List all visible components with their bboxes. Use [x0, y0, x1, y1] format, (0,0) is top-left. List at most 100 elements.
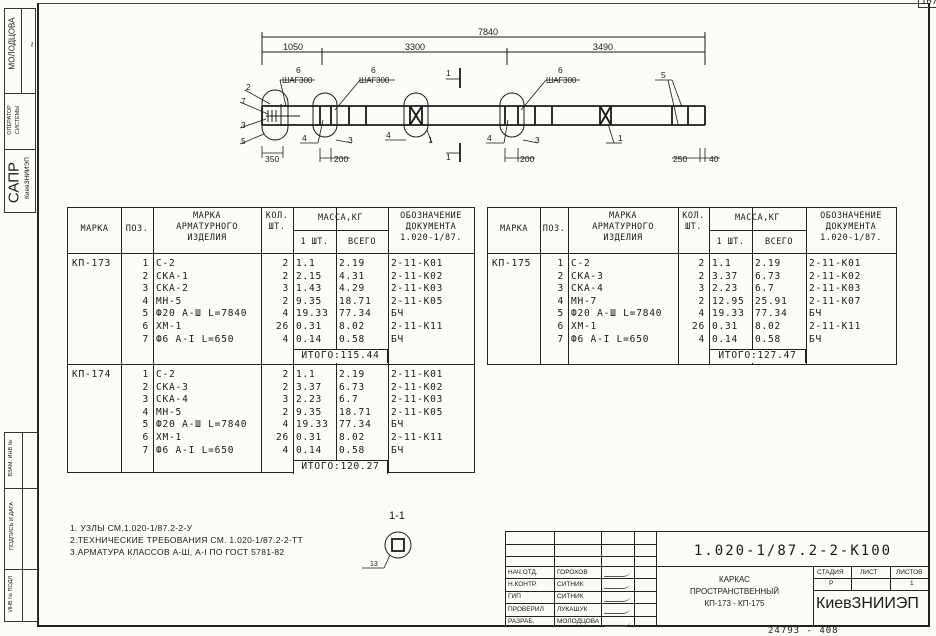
cell-all: 0.58 [339, 444, 366, 456]
group-marka: КП-174 [72, 369, 112, 380]
signer-name: ЛУКАШУК [557, 605, 588, 613]
cell-qty: 2 [282, 270, 289, 282]
cell-one: 1.1 [712, 258, 732, 269]
cell-doc: 2-11-К07 [809, 295, 862, 307]
archive-number: 24793 - 408 [768, 626, 839, 636]
section-mark-bottom: 1 [446, 152, 451, 162]
column-divider [121, 208, 122, 472]
callout-1: 1 [618, 133, 623, 143]
cell-one: 2.23 [712, 283, 739, 295]
header-marka: МАРКА [499, 224, 529, 234]
section-1-1-view: 1-1 13 [362, 510, 412, 569]
callout-6: 6 [296, 65, 301, 75]
cell-one: 2.15 [296, 270, 323, 282]
group-total: ИТОГО:127.47 [709, 350, 806, 363]
signer-signature [603, 616, 633, 627]
signer-signature [603, 591, 633, 602]
cell-qty: 4 [282, 308, 289, 320]
cell-one: 0.14 [296, 333, 323, 345]
title-line-1: КАРКАС [719, 575, 750, 584]
note-1: 1. УЗЛЫ СМ.1.020-1/87.2-2-У [70, 523, 193, 533]
cell-qty: 4 [282, 333, 289, 345]
document-code: 1.020-1/87.2-2-К100 [693, 543, 893, 559]
cell-poz: 4 [142, 295, 149, 307]
frame-elevation-drawing: 7840 1050 3300 3490 [239, 27, 720, 164]
stadia-label: СТАДИЯ [817, 569, 844, 576]
cell-all: 6.73 [339, 381, 366, 393]
header-mass: МАССА,КГ [735, 213, 780, 223]
cell-poz: 3 [142, 283, 149, 295]
cell-qty: 4 [282, 419, 289, 431]
cell-poz: 7 [557, 333, 564, 345]
cell-item: Ф6 А-I L=650 [571, 333, 650, 345]
cell-qty: 26 [275, 321, 289, 332]
cell-item: Ф20 А-Ш L=7840 [156, 308, 248, 320]
cell-all: 8.02 [339, 432, 366, 443]
cell-all: 0.58 [755, 333, 782, 345]
column-divider [540, 208, 541, 364]
cell-one: 9.35 [296, 406, 323, 418]
column-divider [261, 208, 262, 472]
column-divider [806, 208, 807, 364]
cell-doc: 2-11-К11 [809, 321, 862, 332]
note-2: 2.ТЕХНИЧЕСКИЕ ТРЕБОВАНИЯ СМ. 1.020-1/87.… [70, 535, 304, 545]
cell-all: 6.7 [755, 283, 775, 295]
cell-one: 0.14 [712, 333, 739, 345]
cell-qty: 2 [282, 381, 289, 393]
title-block: 1.020-1/87.2-2-К100 КАРКАС ПРОСТРАНСТВЕН… [505, 531, 930, 627]
cell-all: 77.34 [339, 419, 372, 431]
title-line-2: ПРОСТРАНСТВЕННЫЙ [690, 587, 779, 596]
section-callout: 13 [370, 561, 378, 568]
cell-poz: 3 [142, 394, 149, 406]
dim-250: 250 [673, 154, 687, 164]
dim-3300: 3300 [405, 42, 425, 52]
title-block-col-line [554, 532, 555, 627]
cell-doc: 2-11-К05 [391, 295, 444, 307]
callout-5: 5 [661, 70, 666, 80]
cell-poz: 7 [142, 333, 149, 345]
cell-doc: 2-11-К02 [391, 381, 444, 393]
dim-200: 200 [334, 154, 348, 164]
cell-item: Ф6 А-I L=650 [156, 333, 235, 345]
cell-doc: 2-11-К05 [391, 406, 444, 418]
callout-3: 3 [348, 135, 353, 145]
title-block-row-line [506, 544, 656, 545]
title-block-row-line [506, 578, 656, 580]
cell-item: МН-7 [571, 295, 598, 307]
cell-one: 0.31 [296, 321, 323, 332]
cell-item: МН-5 [156, 295, 183, 307]
header-doc: ОБОЗНАЧЕНИЕ ДОКУМЕНТА 1.020-1/87. [820, 211, 882, 243]
cell-doc: БЧ [809, 333, 823, 345]
cell-one: 0.14 [296, 444, 323, 456]
cell-all: 8.02 [339, 321, 366, 332]
signer-name: МОЛОДЦОВА [557, 618, 600, 626]
cell-qty: 26 [275, 432, 289, 443]
cell-poz: 6 [142, 432, 149, 443]
cell-qty: 4 [282, 444, 289, 456]
callout-6: 6 [371, 65, 376, 75]
cell-item: СКА-1 [156, 270, 189, 282]
cell-one: 3.37 [296, 381, 323, 393]
cell-qty: 3 [282, 283, 289, 295]
side-stamp-top: МОЛОДЦОВА ~ ОПЕРАТОР СИСТЕМЫ САПР КиевЗН… [4, 8, 39, 213]
title-line-3: КП-173 - КП-175 [704, 599, 765, 608]
cell-poz: 5 [142, 419, 149, 431]
header-mass-total: ВСЕГО [347, 237, 377, 247]
dim-200b: 200 [520, 154, 534, 164]
header-qty: КОЛ. ШТ. [682, 211, 705, 232]
cell-poz: 6 [557, 321, 564, 332]
dim-350: 350 [265, 154, 279, 164]
signer-name: СИТНИК [557, 593, 584, 601]
dim-1050: 1050 [283, 42, 303, 52]
